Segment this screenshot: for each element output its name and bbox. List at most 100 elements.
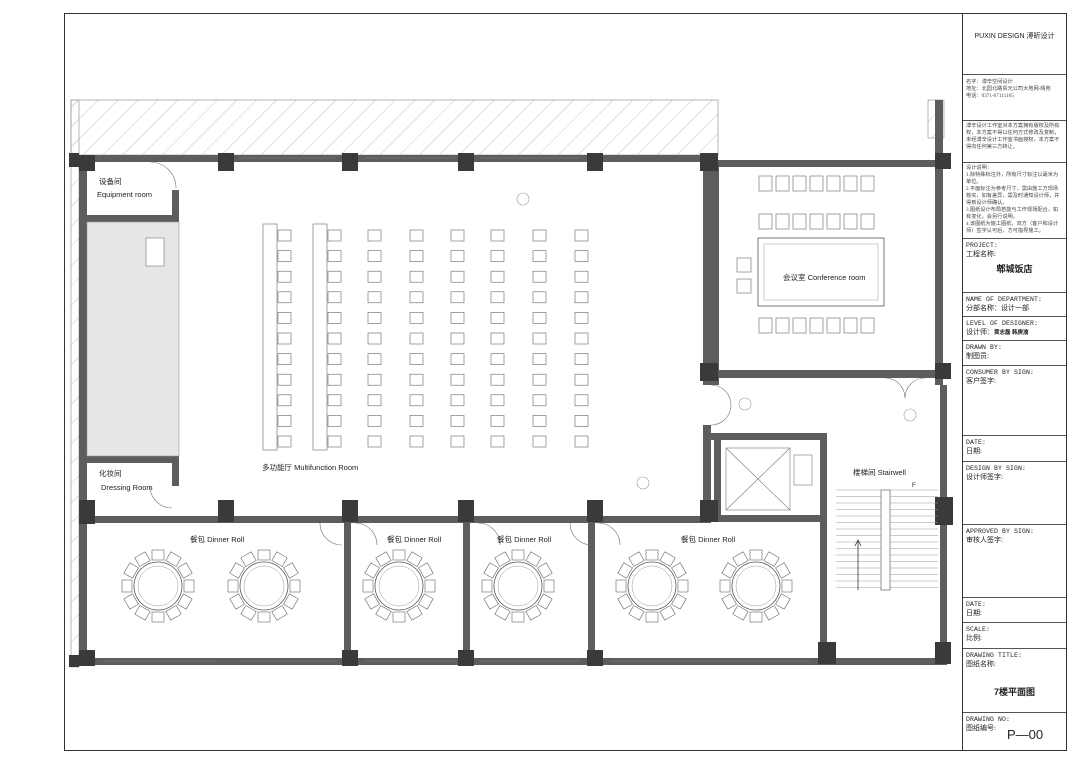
seat <box>574 291 589 304</box>
date-label-cn-2: 日期: <box>966 609 982 617</box>
dinner-room-label-1: 餐包 Dinner Roll <box>190 534 245 544</box>
dining-chair <box>659 605 676 621</box>
dining-chair <box>364 593 380 610</box>
dining-chair <box>392 549 406 561</box>
drawing-title-label-en: DRAWING TITLE: <box>966 652 1023 659</box>
seat <box>409 415 424 427</box>
dining-chair <box>283 593 299 610</box>
table-rim <box>378 565 420 607</box>
dining-chair <box>617 593 633 610</box>
dining-chair <box>721 562 737 579</box>
drawn-by-label-en: DRAWN BY: <box>966 344 1003 351</box>
dining-chair <box>418 593 434 610</box>
seat <box>490 229 505 242</box>
chair <box>860 317 875 334</box>
drawing-number: P—00 <box>1007 727 1044 742</box>
table-rim <box>497 565 539 607</box>
dining-chair <box>719 579 731 593</box>
drawing-frame <box>64 13 1067 751</box>
seat <box>367 312 382 324</box>
seat <box>532 229 547 242</box>
dining-chair <box>165 605 182 621</box>
design-note-0: 设计说明： <box>966 165 992 171</box>
dining-chair <box>362 579 374 593</box>
dining-chair <box>617 562 633 579</box>
seat <box>574 415 589 427</box>
dining-chair <box>525 551 542 567</box>
dining-chair <box>525 605 542 621</box>
dining-chair <box>283 562 299 579</box>
conference-furniture <box>736 175 885 334</box>
chair <box>792 175 807 192</box>
seat <box>450 229 465 242</box>
chair <box>860 175 875 192</box>
title-block: PUXIN DESIGN 溥昕设计 名字：溥辛空间设计 地址：北园北路贸元公司大… <box>962 13 1067 751</box>
dining-chair <box>483 593 499 610</box>
brand-name: PUXIN DESIGN 溥昕设计 <box>974 33 1055 40</box>
seat <box>450 353 465 365</box>
seat <box>532 435 547 448</box>
stair-mark: F <box>912 483 916 489</box>
seat <box>277 353 292 365</box>
dining-chair <box>543 579 555 593</box>
seat <box>327 435 342 448</box>
seat <box>490 270 505 283</box>
dining-chair <box>615 579 627 593</box>
seat <box>532 270 547 283</box>
chair <box>792 213 807 230</box>
company-phone: 电话：0371-67111165 <box>966 93 1014 99</box>
dining-chair <box>123 593 139 610</box>
seat <box>574 373 589 386</box>
seat <box>574 229 589 242</box>
drawing-number-label-en: DRAWING NO: <box>966 716 1011 723</box>
chair <box>736 278 752 294</box>
design-sign-label-cn: 设计师签字: <box>966 473 1003 481</box>
consumer-sign-label-en: CONSUMER BY SIGN: <box>966 369 1035 376</box>
seat <box>327 332 342 345</box>
dining-chair <box>671 593 687 610</box>
dining-chair <box>494 605 511 621</box>
seat <box>490 394 505 407</box>
seat <box>327 415 342 427</box>
seat <box>409 435 424 448</box>
designer-label-cn: 设计师： <box>966 328 994 336</box>
round-table <box>615 549 689 623</box>
table-top <box>627 561 677 611</box>
seat <box>277 250 292 262</box>
seat <box>574 312 589 324</box>
dining-chair <box>537 593 553 610</box>
consumer-sign-cell: CONSUMER BY SIGN: 客户签字: <box>963 366 1066 436</box>
seat <box>367 394 382 407</box>
chair <box>809 175 824 192</box>
seat <box>367 229 382 242</box>
dinner-room-label-2: 餐包 Dinner Roll <box>387 534 442 544</box>
hatched-exterior <box>70 99 945 668</box>
chair <box>775 317 790 334</box>
dining-chair <box>732 605 749 621</box>
approved-sign-cell: APPROVED BY SIGN: 审核人签字: <box>963 525 1066 598</box>
seat <box>409 229 424 242</box>
seat <box>327 270 342 283</box>
seat <box>450 373 465 386</box>
seat <box>277 394 292 407</box>
dining-chair <box>537 562 553 579</box>
seat <box>409 332 424 345</box>
dining-chair <box>775 593 791 610</box>
copyright-cell: 溥辛设计工作室对本方案拥有版权及所有权，本方案不得以任何方式修改及复制，未经溥辛… <box>963 121 1066 163</box>
seat <box>367 332 382 345</box>
conference-chairs <box>736 175 875 334</box>
approved-sign-label-en: APPROVED BY SIGN: <box>966 528 1035 535</box>
dining-chair <box>677 579 689 593</box>
seat <box>450 415 465 427</box>
conference-room-label: 会议室 Conference room <box>783 272 866 282</box>
dining-chair <box>121 579 133 593</box>
dining-chair <box>671 562 687 579</box>
dinner-room-label-4: 餐包 Dinner Roll <box>681 534 736 544</box>
seat <box>327 312 342 324</box>
room-labels: 设备间 Equipment room 化妆间 Dressing Room 多功能… <box>97 176 916 544</box>
chair <box>826 175 841 192</box>
drawn-by-label-cn: 制图员: <box>966 352 989 360</box>
dining-chair <box>511 611 525 623</box>
design-sign-label-en: DESIGN BY SIGN: <box>966 465 1027 472</box>
chair <box>843 175 858 192</box>
